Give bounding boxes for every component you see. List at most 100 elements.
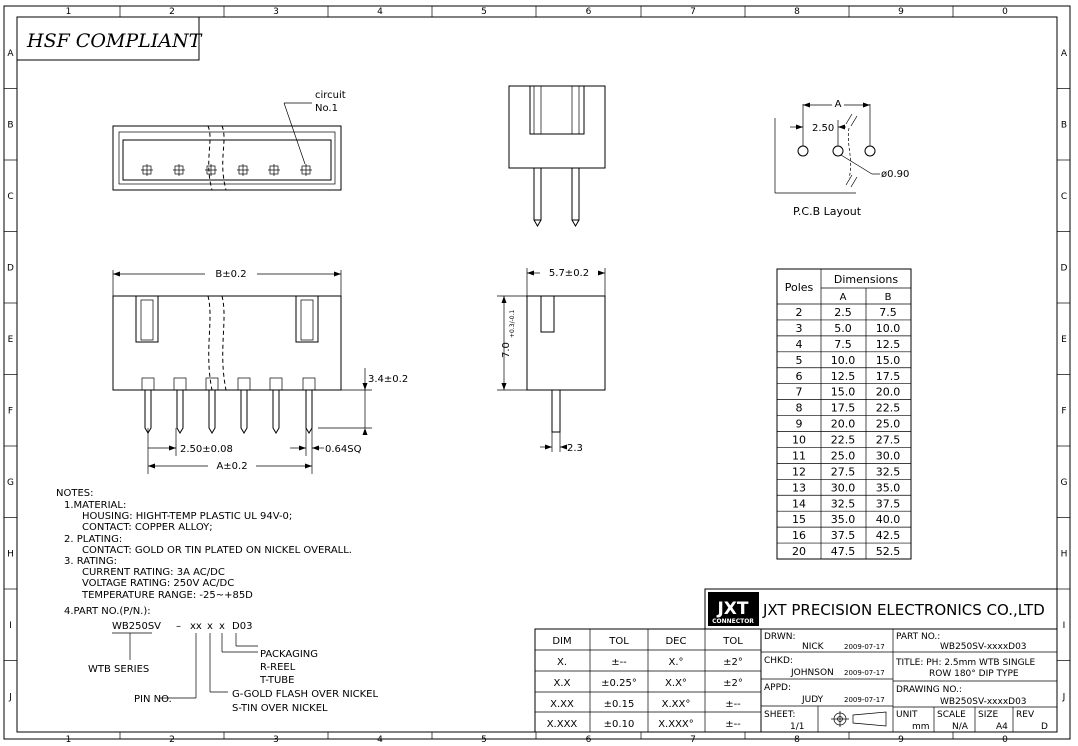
dimension-row: 5 10.0 15.0 — [796, 354, 901, 367]
appd-label: APPD: — [764, 683, 791, 693]
b-cell: 35.0 — [876, 481, 901, 494]
frame-row-label-right: B — [1061, 120, 1067, 130]
side-pin-label: 2.3 — [567, 443, 583, 454]
poles-cell: 16 — [792, 529, 806, 542]
chkd-name: JOHNSON — [790, 668, 834, 678]
poles-cell: 2 — [796, 306, 803, 319]
front-pin — [141, 377, 155, 434]
part-no-value: WB250SV-xxxxD03 — [940, 642, 1027, 652]
pn-reel: R-REEL — [260, 662, 296, 673]
pn-series: WTB SERIES — [88, 664, 149, 675]
appd-name: JUDY — [801, 695, 824, 705]
b-cell: 20.0 — [876, 386, 901, 399]
poles-cell: 13 — [792, 481, 806, 494]
pn-pin-no: PIN NO. — [134, 694, 172, 705]
side-width-label: 5.7±0.2 — [549, 268, 589, 279]
poles-cell: 15 — [792, 513, 806, 526]
frame-row-label-right: G — [1061, 478, 1068, 488]
tol-cell: ±0.15 — [604, 699, 635, 710]
frame-col-label-top: 0 — [1002, 7, 1008, 17]
top-pin — [173, 164, 185, 176]
top-pin — [237, 164, 249, 176]
tol-cell: X.XXX° — [658, 719, 694, 730]
b-cell: 17.5 — [876, 370, 901, 383]
rev-label: REV — [1016, 710, 1035, 720]
a-cell: 10.0 — [831, 354, 856, 367]
tol-cell: X.XXX — [547, 719, 578, 730]
frame-row-label-right: E — [1061, 335, 1067, 345]
scale-label: SCALE — [937, 710, 966, 720]
frame-col-label-bottom: 6 — [586, 735, 592, 745]
title-line1: TITLE: PH: 2.5mm WTB SINGLE — [895, 658, 1036, 668]
compliance-box — [16, 16, 200, 61]
sheet-value: 1/1 — [790, 722, 804, 732]
frame-row-label-right: I — [1063, 621, 1066, 631]
b-cell: 22.5 — [876, 402, 901, 415]
b-cell: 7.5 — [879, 306, 897, 319]
dim-height-label: 3.4±0.2 — [368, 374, 408, 385]
pcb-hole-label: ø0.90 — [881, 169, 909, 180]
tol-cell: ±2° — [723, 678, 743, 689]
frame-row-label-right: D — [1061, 263, 1068, 273]
frame-col-label-top: 7 — [690, 7, 696, 17]
frame-col-label-top: 3 — [273, 7, 279, 17]
pn-tube: T-TUBE — [259, 675, 295, 686]
frame-col-label-bottom: 4 — [377, 735, 383, 745]
a-cell: 37.5 — [831, 529, 856, 542]
company-name: JXT PRECISION ELECTRONICS CO.,LTD — [762, 601, 1045, 619]
a-cell: 25.0 — [831, 449, 856, 462]
poles-cell: 6 — [796, 370, 803, 383]
b-cell: 40.0 — [876, 513, 901, 526]
note-line: 1.MATERIAL: — [64, 500, 126, 511]
front-pin — [269, 377, 283, 434]
title-block: JXT CONNECTOR JXT PRECISION ELECTRONICS … — [704, 588, 1058, 733]
drwn-date: 2009-07-17 — [844, 643, 885, 651]
note-line: 4.PART NO.(P/N.): — [64, 606, 151, 617]
frame-col-label-top: 1 — [66, 7, 72, 17]
dimension-row: 2 2.5 7.5 — [796, 306, 897, 319]
dims-header: Dimensions — [834, 273, 898, 286]
note-line: 3. RATING: — [64, 556, 117, 567]
pcb-layout: A 2.50 ø0.90 P.C.B Layout — [774, 97, 909, 218]
pn-xx: xx — [190, 621, 202, 632]
chkd-date: 2009-07-17 — [844, 669, 885, 677]
b-cell: 30.0 — [876, 449, 901, 462]
front-view: B±0.2 3.4±0.2 2.50±0.08 0.64SQ A±0.2 — [112, 266, 408, 474]
frame-row-label-right: C — [1061, 192, 1067, 202]
side-view: 5.7±0.2 7.0 +0.3/-0.1 2.3 — [497, 266, 606, 454]
frame-col-label-top: 6 — [586, 7, 592, 17]
size-label: SIZE — [978, 710, 999, 720]
front-pin — [173, 377, 187, 434]
a-cell: 22.5 — [831, 434, 856, 447]
title-line2: ROW 180° DIP TYPE — [929, 669, 1019, 679]
b-cell: 15.0 — [876, 354, 901, 367]
poles-cell: 5 — [796, 354, 803, 367]
top-pin — [300, 164, 312, 176]
dimension-row: 15 35.0 40.0 — [792, 513, 900, 526]
frame-row-label-left: F — [8, 406, 13, 416]
logo-text: JXT — [716, 599, 748, 619]
poles-cell: 11 — [792, 449, 806, 462]
frame-row-label-left: I — [9, 621, 12, 631]
frame-row-label-left: A — [7, 49, 14, 59]
frame-row-label-left: J — [8, 692, 12, 702]
a-cell: 2.5 — [834, 306, 852, 319]
frame-row-label-right: J — [1062, 692, 1066, 702]
side-height-tol: +0.3/-0.1 — [509, 310, 516, 338]
tol-cell: X.X — [554, 678, 571, 689]
top-pin — [268, 164, 280, 176]
b-cell: 27.5 — [876, 434, 901, 447]
frame-row-label-left: C — [7, 192, 13, 202]
dim-b-label: B±0.2 — [215, 269, 246, 280]
poles-cell: 20 — [792, 545, 806, 558]
tol-header-cell: DEC — [665, 636, 686, 647]
circuit-label: circuit — [315, 90, 346, 101]
a-cell: 17.5 — [831, 402, 856, 415]
a-cell: 35.0 — [831, 513, 856, 526]
